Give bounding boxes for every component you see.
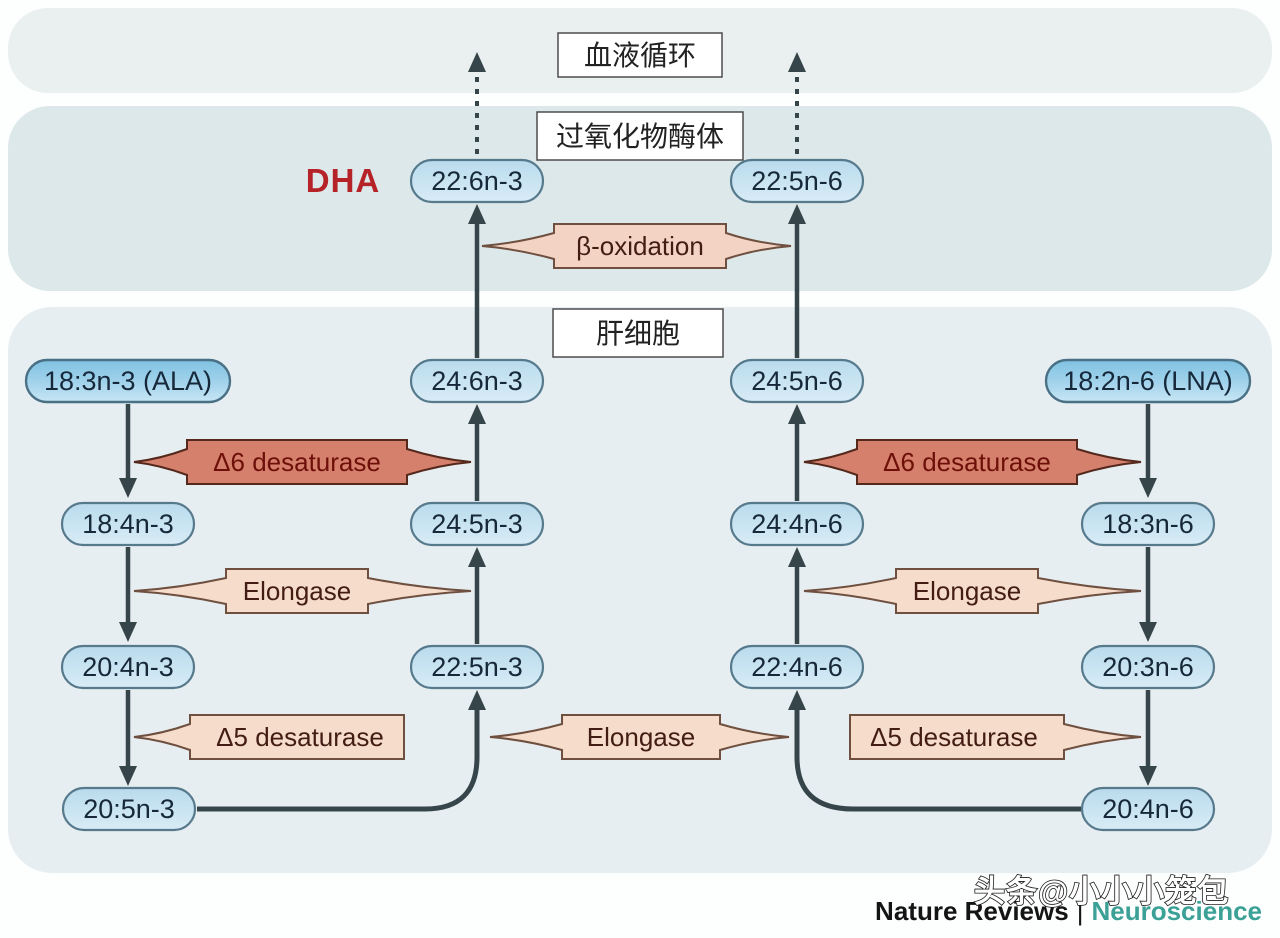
node-24-5n-3-label: 24:5n-3: [431, 509, 523, 539]
banner-elongase-center-shape: [489, 714, 790, 760]
node-18-4n-3-label: 18:4n-3: [82, 509, 174, 539]
delta6-left-label: Δ6 desaturase: [213, 447, 381, 477]
node-ala-label: 18:3n-3 (ALA): [44, 366, 212, 396]
node-22-5n-6-pill: [729, 158, 865, 204]
delta6-right-label: Δ6 desaturase: [883, 447, 1051, 477]
banner-elongase-center: Elongase: [489, 714, 790, 760]
region-blood-circulation: 血液循环: [557, 32, 723, 78]
node-24-4n-6: 24:4n-6: [729, 501, 865, 547]
region-peroxisome-label: 过氧化物酶体: [556, 121, 724, 152]
region-hepatocyte: 肝细胞: [552, 308, 724, 358]
node-24-6n-3-label: 24:6n-3: [431, 366, 523, 396]
dashed-arrows-to-blood: [468, 52, 806, 154]
banner-beta-oxidation: β-oxidation: [481, 223, 792, 269]
banner-delta6-left-shape: [133, 439, 472, 485]
node-18-4n-3-pill: [60, 501, 196, 547]
node-20-5n-3-pill: [61, 786, 197, 832]
node-20-3n-6-label: 20:3n-6: [1102, 652, 1194, 682]
region-blood-label: 血液循环: [584, 40, 696, 71]
node-24-4n-6-label: 24:4n-6: [751, 509, 843, 539]
node-24-4n-6-pill: [729, 501, 865, 547]
node-18-3n-3-ala: 18:3n-3 (ALA): [24, 358, 232, 404]
curved-arrow-20-5n3-to-22-5n3: [197, 690, 486, 812]
node-20-3n-6: 20:3n-6: [1080, 644, 1216, 690]
dha-label: DHA: [306, 162, 381, 199]
node-18-3n-6-label: 18:3n-6: [1102, 509, 1194, 539]
node-24-5n-6-pill: [729, 358, 865, 404]
banner-elongase-right-shape: [803, 568, 1142, 614]
banner-delta6-right-shape: [803, 439, 1142, 485]
journal-name: Nature Reviews: [875, 896, 1069, 926]
watermark: 头条@小小小笼包: [973, 873, 1230, 910]
delta5-left-label: Δ5 desaturase: [216, 722, 384, 752]
node-20-3n-6-pill: [1080, 644, 1216, 690]
banner-elongase-right: Elongase: [803, 568, 1142, 614]
elongase-center-label: Elongase: [587, 722, 695, 752]
node-20-4n-6-pill: [1080, 786, 1216, 832]
node-22-5n-6-label: 22:5n-6: [751, 166, 843, 196]
banner-delta6-right: Δ6 desaturase: [803, 439, 1142, 485]
node-18-3n-6-pill: [1080, 501, 1216, 547]
node-lna-pill: [1044, 358, 1252, 404]
node-20-4n-6: 20:4n-6: [1080, 786, 1216, 832]
node-20-4n-3-pill: [60, 644, 196, 690]
journal-section: Neuroscience: [1091, 896, 1262, 926]
node-22-4n-6-label: 22:4n-6: [751, 652, 843, 682]
region-peroxisome: 过氧化物酶体: [536, 111, 744, 161]
region-hepatocyte-box: [552, 308, 724, 358]
node-24-5n-6-label: 24:5n-6: [751, 366, 843, 396]
node-18-2n-6-lna: 18:2n-6 (LNA): [1044, 358, 1252, 404]
banner-beta-oxidation-shape: [481, 223, 792, 269]
banner-delta5-right: Δ5 desaturase: [849, 714, 1142, 760]
node-24-6n-3: 24:6n-3: [409, 358, 545, 404]
banner-elongase-left-shape: [133, 568, 472, 614]
node-22-6n-3-pill: [409, 158, 545, 204]
node-22-6n-3-label: 22:6n-3: [431, 166, 523, 196]
region-hepatocyte-label: 肝细胞: [596, 318, 680, 349]
region-peroxisome-box: [536, 111, 744, 161]
node-18-4n-3: 18:4n-3: [60, 501, 196, 547]
node-lna-label: 18:2n-6 (LNA): [1063, 366, 1233, 396]
node-20-4n-3: 20:4n-3: [60, 644, 196, 690]
node-20-4n-6-label: 20:4n-6: [1102, 794, 1194, 824]
node-22-5n-3-pill: [409, 644, 545, 690]
node-22-4n-6: 22:4n-6: [729, 644, 865, 690]
node-22-5n-6: 22:5n-6: [729, 158, 865, 204]
node-22-6n-3: 22:6n-3: [409, 158, 545, 204]
elongase-left-label: Elongase: [243, 576, 351, 606]
elongase-right-label: Elongase: [913, 576, 1021, 606]
node-22-4n-6-pill: [729, 644, 865, 690]
curved-arrow-20-4n6-to-22-4n6: [788, 690, 1081, 812]
banner-delta5-left: Δ5 desaturase: [133, 714, 405, 760]
banner-elongase-left: Elongase: [133, 568, 472, 614]
node-22-5n-3-label: 22:5n-3: [431, 652, 523, 682]
beta-oxidation-label: β-oxidation: [576, 231, 704, 261]
credit-separator: |: [1076, 896, 1084, 926]
node-20-5n-3-label: 20:5n-3: [83, 794, 175, 824]
node-20-4n-3-label: 20:4n-3: [82, 652, 174, 682]
banner-delta5-right-shape: [849, 714, 1142, 760]
delta5-right-label: Δ5 desaturase: [870, 722, 1038, 752]
journal-credit: Nature Reviews|Neuroscience: [875, 896, 1262, 927]
node-24-5n-6: 24:5n-6: [729, 358, 865, 404]
node-24-6n-3-pill: [409, 358, 545, 404]
node-20-5n-3: 20:5n-3: [61, 786, 197, 832]
node-18-3n-6: 18:3n-6: [1080, 501, 1216, 547]
banner-delta6-left: Δ6 desaturase: [133, 439, 472, 485]
banner-delta5-left-shape: [133, 714, 405, 760]
node-24-5n-3-pill: [409, 501, 545, 547]
band-peroxisome: [8, 106, 1272, 291]
node-24-5n-3: 24:5n-3: [409, 501, 545, 547]
region-blood-box: [557, 32, 723, 78]
node-22-5n-3: 22:5n-3: [409, 644, 545, 690]
node-ala-pill: [24, 358, 232, 404]
